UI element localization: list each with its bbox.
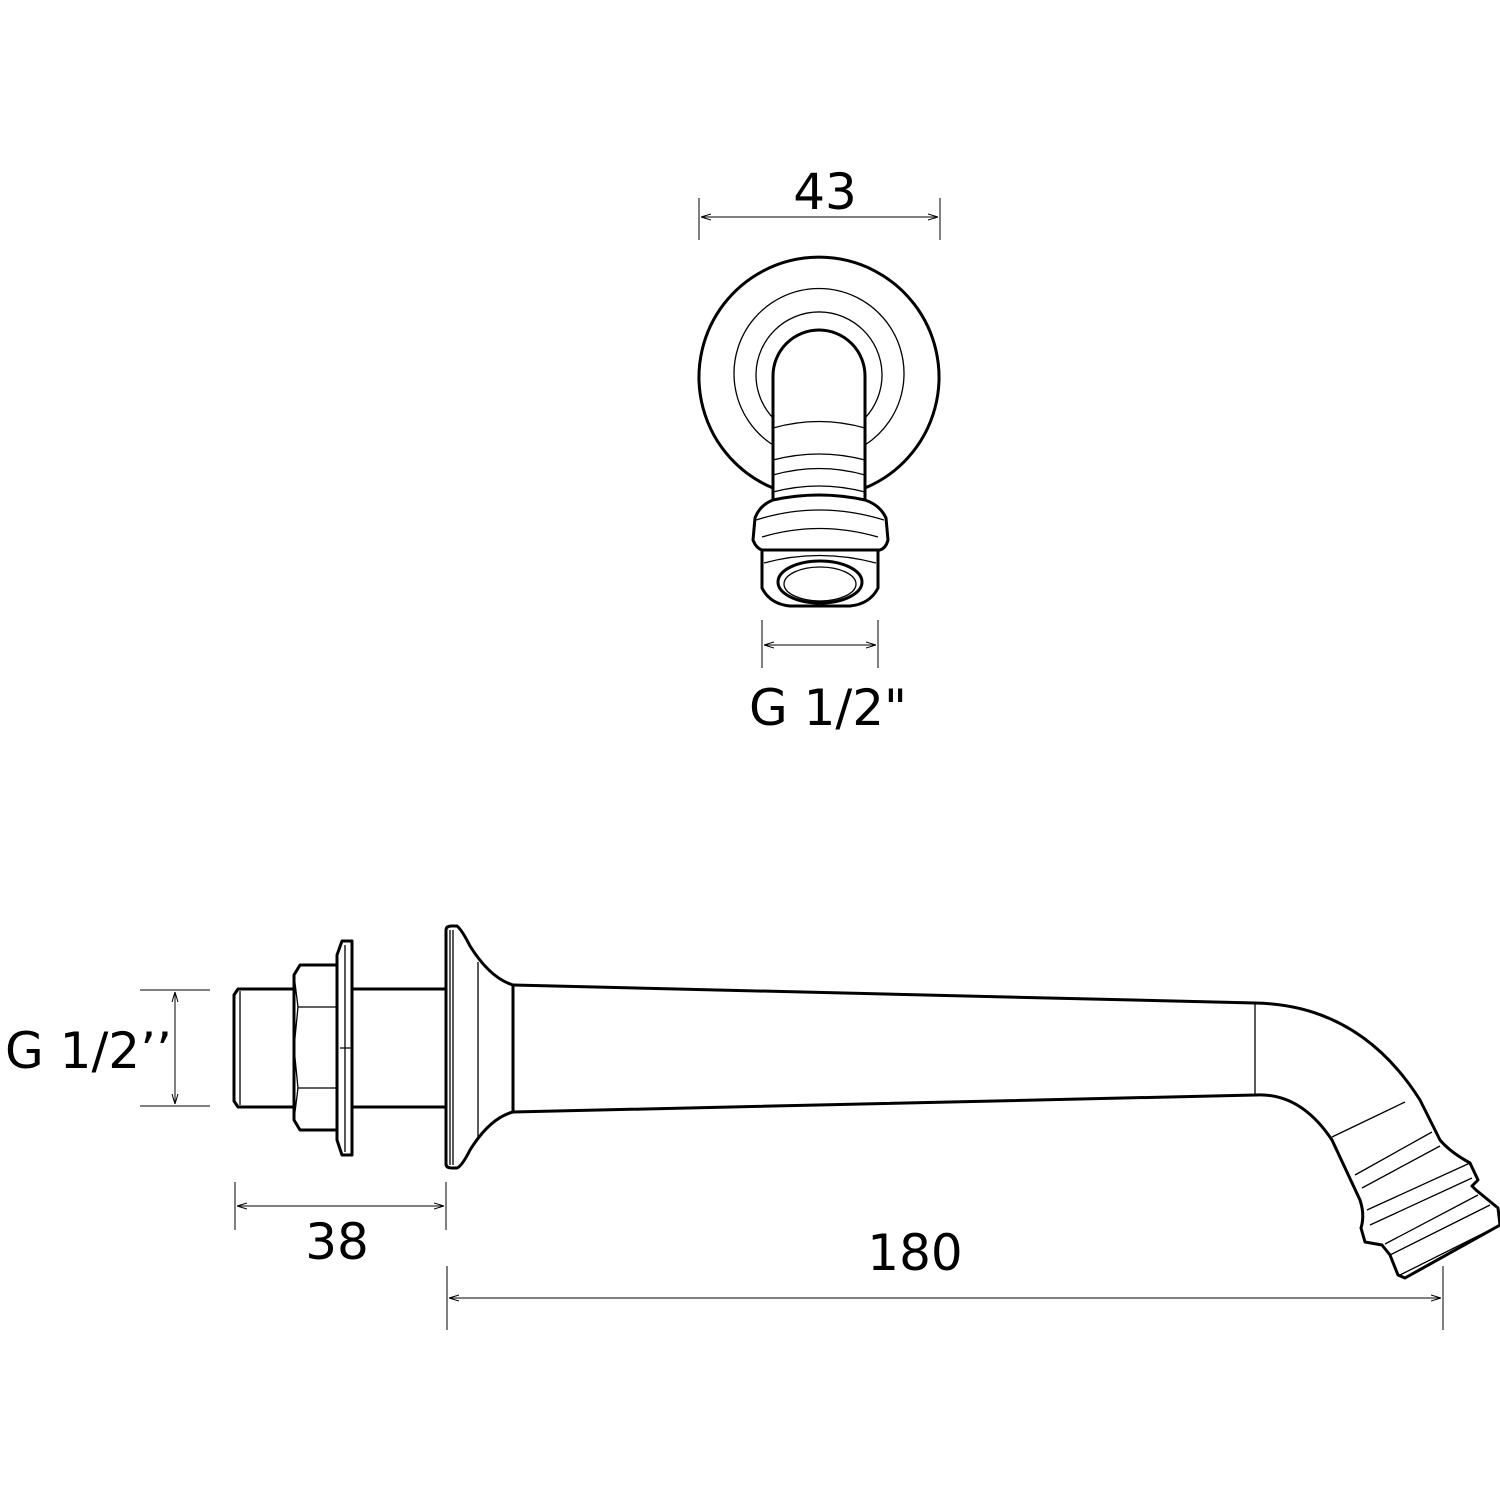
dimension-43: 43 (698, 163, 941, 240)
mounting-pipe (352, 987, 446, 1109)
threaded-stub (232, 987, 296, 1109)
outlet-inner-ellipse (783, 566, 857, 602)
nozzle-line (763, 554, 877, 564)
thread-dimension-label: G 1/2" (749, 679, 907, 737)
dimension-thread-top: G 1/2" (749, 620, 907, 737)
stem-bands (772, 420, 866, 493)
collar (751, 493, 890, 552)
wall-plate-outline (697, 255, 941, 490)
dimension-180: 180 (446, 1224, 1444, 1330)
plate-ring-inner (755, 311, 883, 419)
spout-body (512, 983, 1500, 1280)
spout-stem (771, 328, 867, 500)
collar-lines (755, 509, 885, 538)
dimension-38: 38 (234, 1182, 447, 1271)
front-view-spout (697, 255, 941, 608)
side-view-spout (232, 924, 1500, 1280)
dimension-thread-side: G 1/2’’ (5, 989, 210, 1107)
hex-nut (292, 963, 337, 1132)
plate-ring-outer (733, 287, 905, 446)
washer (335, 939, 354, 1157)
flange-lines (449, 930, 514, 1165)
wall-flange (444, 924, 515, 1170)
side-thread-dimension-label: G 1/2’’ (5, 1022, 172, 1080)
depth-dimension-label: 38 (305, 1213, 369, 1271)
outlet-nozzle (760, 550, 880, 608)
outlet-ellipse (776, 559, 864, 605)
projection-dimension-label: 180 (867, 1224, 962, 1282)
width-dimension-label: 43 (793, 163, 857, 221)
spout-bend-lines (1254, 1003, 1500, 1276)
hex-facets (293, 974, 352, 1121)
